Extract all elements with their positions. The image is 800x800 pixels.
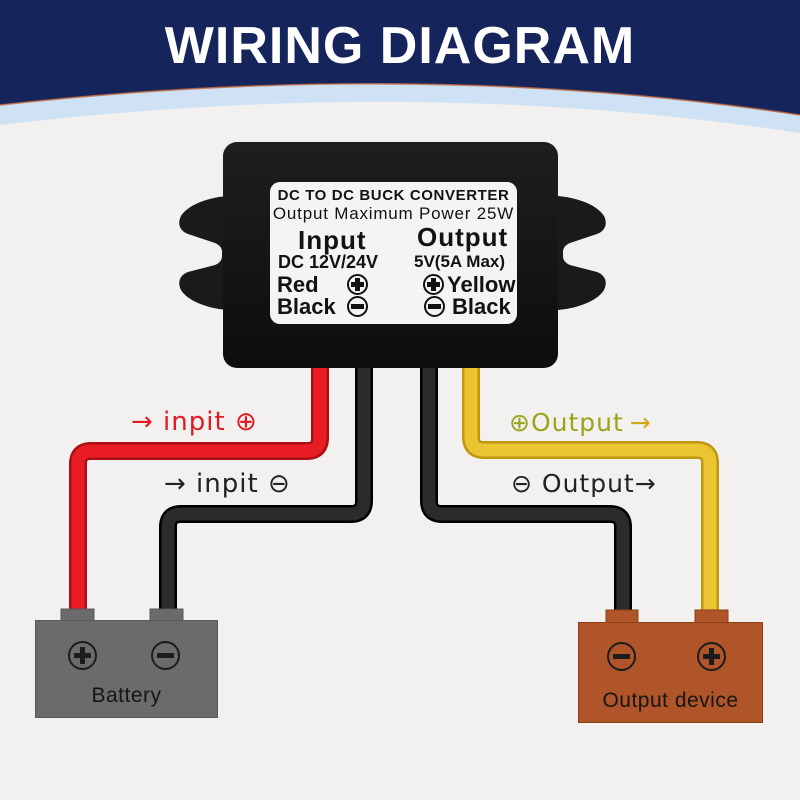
output-device-label: Output device [602, 689, 739, 712]
output-negative-wire [422, 352, 630, 614]
input-plus-screw-icon [347, 274, 368, 295]
output-minus-screw-icon [424, 296, 445, 317]
converter-right-ear [558, 196, 606, 310]
input-negative-wire-name: Black [277, 294, 336, 319]
battery-box: Battery [35, 620, 218, 718]
output-negative-wire-name: Black [452, 294, 511, 319]
wire-label-output-negative: ⊖ Output→ [511, 469, 657, 498]
page-title: WIRING DIAGRAM [164, 17, 636, 75]
output-positive-wire [464, 352, 717, 614]
converter-left-ear [179, 196, 227, 310]
wire-label-input-positive: → inpit ⊕ [131, 407, 258, 437]
input-minus-screw-icon [347, 296, 368, 317]
input-positive-wire [71, 352, 327, 614]
output-spec: 5V(5A Max) [414, 252, 506, 271]
header-accent-line [0, 82, 800, 116]
output-heading: Output [417, 222, 509, 252]
input-positive-wire-name: Red [277, 272, 319, 297]
converter-subtitle: Output Maximum Power 25W [272, 204, 515, 223]
battery-plus-icon [68, 641, 97, 670]
converter-label: DC TO DC BUCK CONVERTER Output Maximum P… [270, 182, 517, 324]
input-negative-wire [161, 352, 371, 614]
battery-label: Battery [91, 684, 162, 707]
device-plus-icon [697, 642, 726, 671]
input-spec: DC 12V/24V [278, 252, 379, 272]
device-minus-icon [607, 642, 636, 671]
output-positive-text: ⊕Output [509, 408, 624, 437]
battery-minus-icon [151, 641, 180, 670]
converter-name: DC TO DC BUCK CONVERTER [277, 187, 510, 204]
input-heading: Input [298, 225, 367, 255]
output-plus-screw-icon [423, 274, 444, 295]
converter-body: DC TO DC BUCK CONVERTER Output Maximum P… [223, 142, 558, 368]
output-positive-wire-name: Yellow [447, 272, 516, 297]
output-device-box: Output device [578, 622, 763, 723]
right-arrow-icon: → [629, 408, 652, 437]
header-band [0, 83, 800, 133]
header-banner [0, 0, 800, 115]
wire-label-output-positive: ⊕Output→ [509, 410, 652, 435]
wire-label-input-negative: → inpit ⊖ [164, 469, 291, 499]
